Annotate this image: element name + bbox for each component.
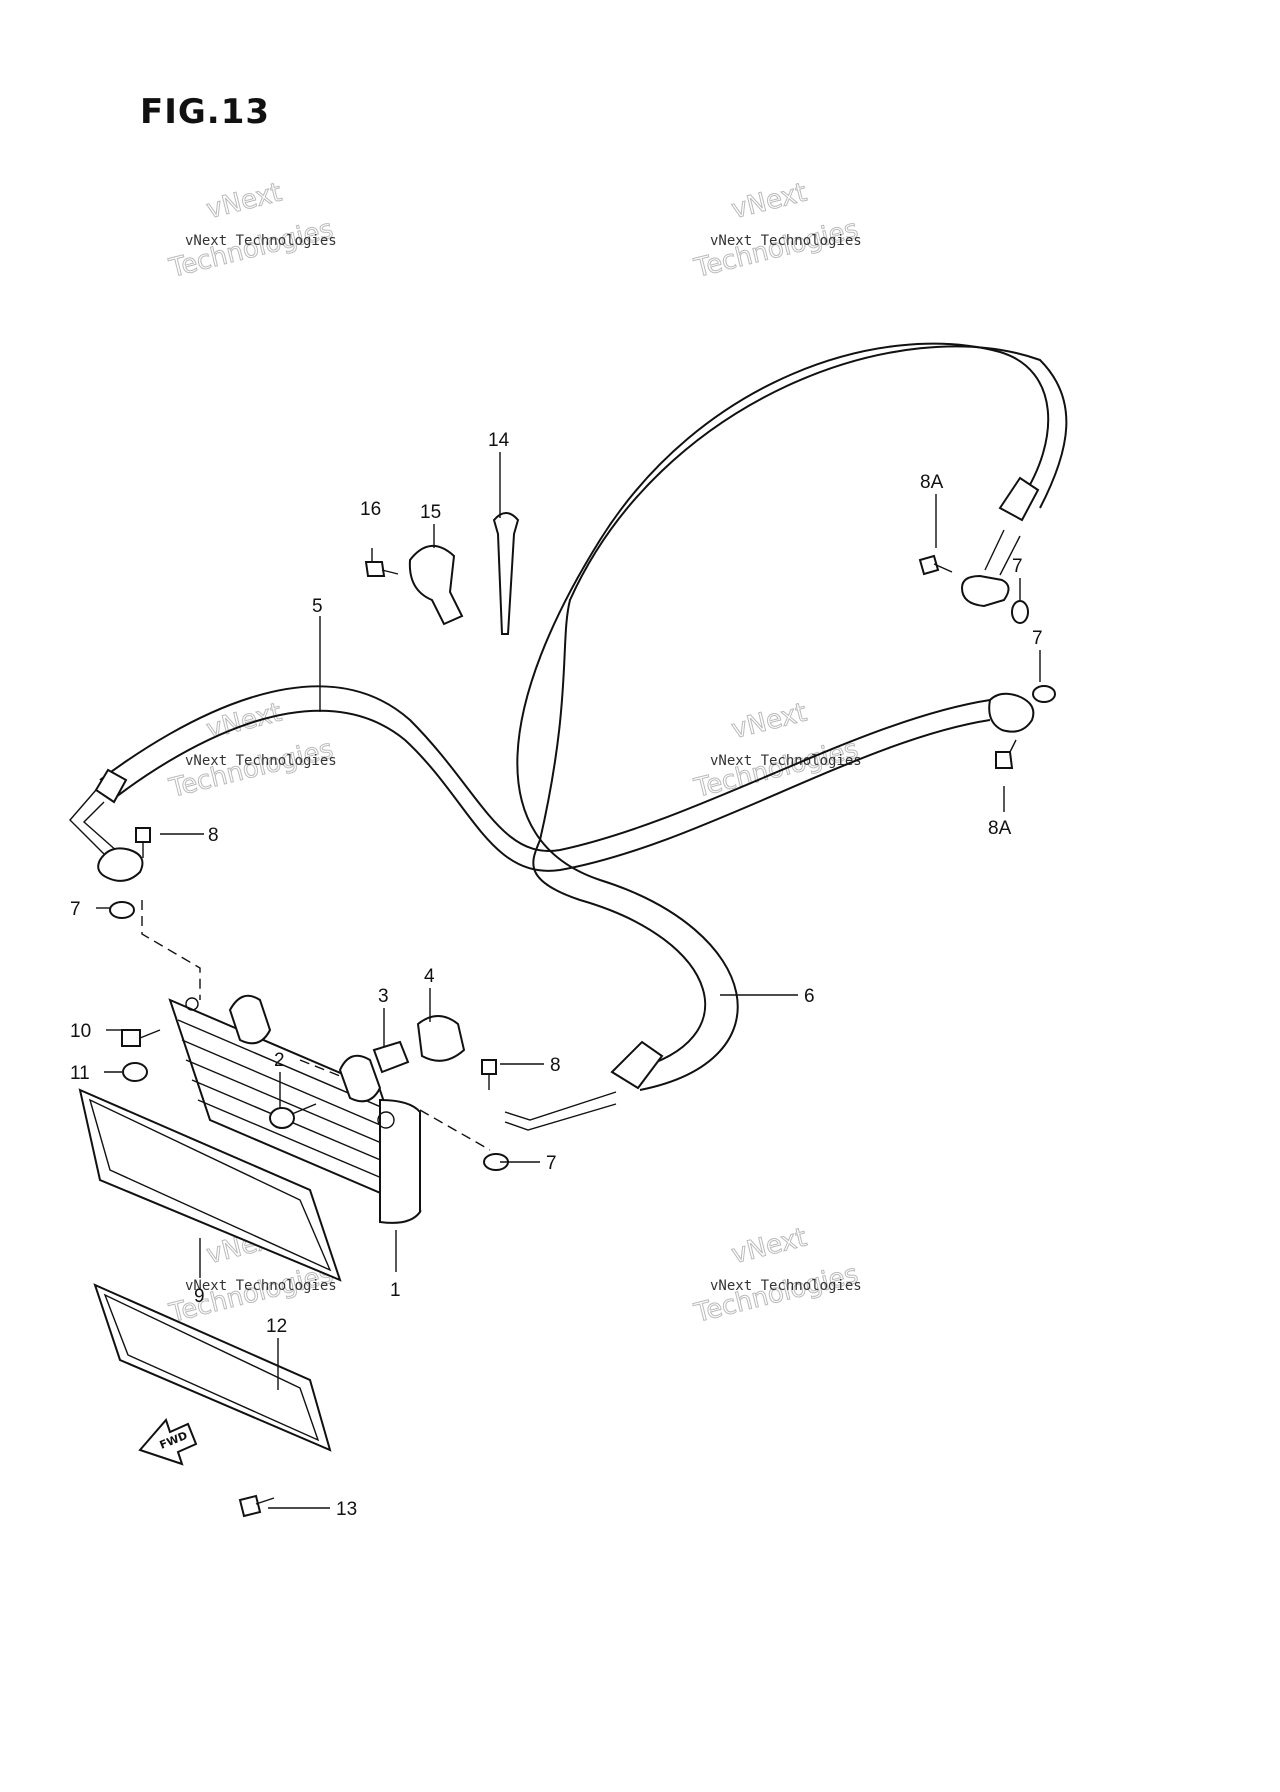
callout-3: 3 — [378, 986, 389, 1007]
callout-13: 13 — [336, 1499, 357, 1520]
watermark-brand: vNext — [204, 698, 285, 745]
hose-6 — [504, 342, 1068, 1131]
watermark-text: vNext Technologies — [710, 1278, 862, 1294]
watermark-top-left: vNext Technologies vNext Technologies — [165, 177, 337, 284]
callout-5: 5 — [312, 596, 323, 617]
grille-12 — [93, 1283, 332, 1452]
washer-7-right — [1032, 685, 1056, 703]
callout-8-upper: 8 — [208, 825, 219, 846]
leader-lines — [96, 452, 1041, 1509]
callout-9: 9 — [194, 1286, 205, 1307]
washer-11 — [122, 1062, 148, 1082]
watermark-text: vNext Technologies — [185, 753, 337, 769]
band-14 — [492, 512, 520, 635]
washer-7-left — [109, 901, 135, 919]
clamp-15 — [408, 545, 464, 626]
bolt-8A-upper — [918, 554, 953, 576]
bolt-2 — [269, 1103, 317, 1129]
washer-7-upper-right — [1011, 600, 1029, 624]
callout-8-lower: 8 — [550, 1055, 561, 1076]
fwd-arrow: FWD — [138, 1418, 198, 1466]
callout-4: 4 — [424, 966, 435, 987]
oil-cooler — [168, 994, 422, 1224]
callout-1: 1 — [390, 1280, 401, 1301]
watermark-company: Technologies — [166, 1259, 336, 1329]
watermark-text: vNext Technologies — [185, 1278, 337, 1294]
watermark-brand: vNext — [729, 1223, 810, 1270]
callout-10: 10 — [70, 1021, 91, 1042]
watermark-company: Technologies — [166, 214, 336, 284]
watermark-brand: vNext — [204, 178, 285, 225]
collar-3 — [372, 1040, 410, 1074]
figure-title: FIG.13 — [140, 92, 271, 132]
watermark-text: vNext Technologies — [710, 233, 862, 249]
callout-7-lower: 7 — [546, 1153, 557, 1174]
watermark-company: Technologies — [166, 734, 336, 804]
watermark-brand: vNext — [729, 178, 810, 225]
bolt-16 — [364, 561, 399, 577]
bolt-8-upper — [135, 827, 151, 858]
callout-11: 11 — [70, 1063, 90, 1084]
callout-7-upper-right: 7 — [1012, 556, 1023, 577]
callout-16: 16 — [360, 499, 381, 520]
callout-15: 15 — [420, 502, 441, 523]
watermark-group: vNext Technologies vNext Technologies vN… — [165, 177, 862, 1329]
watermark-company: Technologies — [691, 1259, 861, 1329]
watermark-mid-left: vNext Technologies vNext Technologies — [165, 697, 337, 804]
watermark-text: vNext Technologies — [710, 753, 862, 769]
callout-8A-upper: 8A — [920, 472, 944, 493]
callout-7-left: 7 — [70, 899, 81, 920]
callouts: 5 6 7 8 7 8 16 15 14 8A 7 7 8A 10 11 2 3… — [70, 430, 1043, 1520]
watermark-brand: vNext — [729, 698, 810, 745]
watermark-text: vNext Technologies — [185, 233, 337, 249]
hose-5 — [69, 685, 1035, 882]
watermark-bottom-right: vNext Technologies vNext Technologies — [690, 1222, 862, 1329]
bolt-8-lower — [481, 1059, 497, 1090]
callout-7-right: 7 — [1032, 628, 1043, 649]
assembly-lines — [141, 900, 491, 1151]
callout-2: 2 — [274, 1050, 285, 1071]
watermark-company: Technologies — [691, 214, 861, 284]
watermark-mid-right: vNext Technologies vNext Technologies — [690, 697, 862, 804]
callout-8A-lower: 8A — [988, 818, 1012, 839]
bolt-8A-lower — [995, 739, 1017, 769]
bolt-13 — [238, 1494, 275, 1518]
callout-6: 6 — [804, 986, 815, 1007]
cushion-4 — [416, 1015, 466, 1062]
bolt-10 — [121, 1029, 161, 1047]
callout-12: 12 — [266, 1316, 287, 1337]
watermark-top-right: vNext Technologies vNext Technologies — [690, 177, 862, 284]
callout-14: 14 — [488, 430, 510, 451]
grille-9 — [78, 1088, 342, 1282]
